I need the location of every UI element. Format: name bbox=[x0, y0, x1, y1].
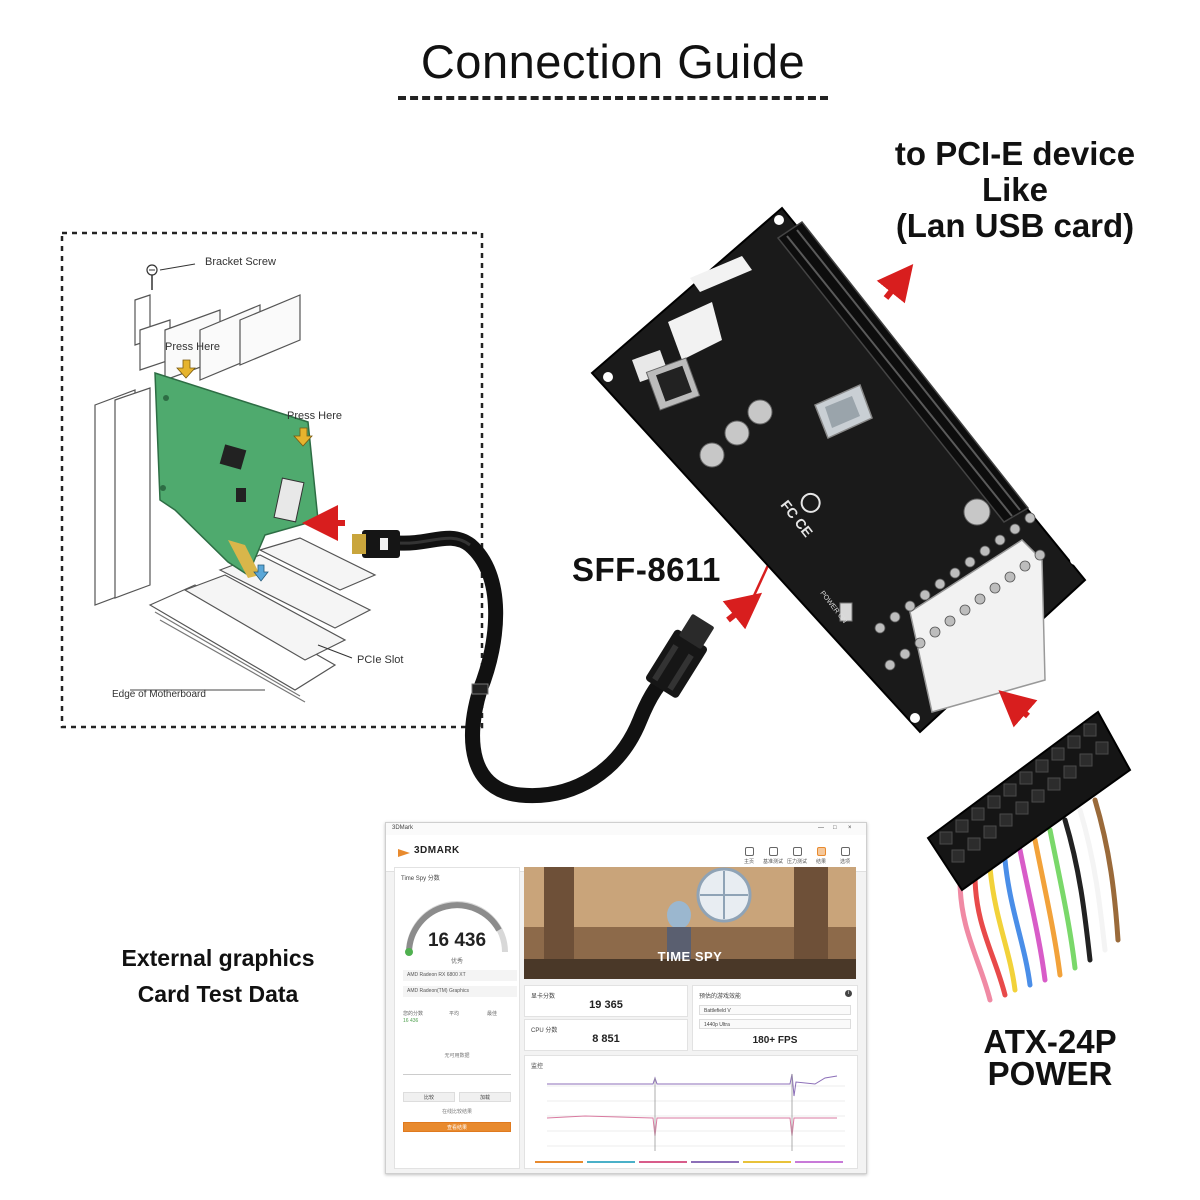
pcie-device-arrow bbox=[876, 263, 914, 304]
stat-value: 16 436 bbox=[403, 1018, 419, 1024]
game-estimate-card: 预估的游戏效能 i Battlefield V 1440p Ultra 180+… bbox=[692, 985, 858, 1051]
3dmark-logo-icon bbox=[398, 849, 410, 857]
minimize-icon[interactable]: — bbox=[818, 825, 824, 831]
maximize-icon[interactable]: □ bbox=[833, 825, 837, 831]
cpu-score-card: CPU 分数 8 851 bbox=[524, 1019, 688, 1051]
down-arrow-icon bbox=[253, 564, 269, 582]
load-button[interactable]: 加载 bbox=[459, 1092, 511, 1102]
press-here-label: Press Here bbox=[165, 341, 220, 353]
graphics-score-label: 显卡分数 bbox=[531, 994, 556, 1000]
install-diagram bbox=[60, 231, 484, 729]
press-arrow-icon bbox=[176, 359, 196, 379]
atx-power-label: ATX-24P POWER bbox=[960, 1023, 1140, 1092]
press-here-label: Press Here bbox=[287, 410, 342, 422]
expansion-card bbox=[154, 371, 319, 578]
stat-label: 平均 bbox=[449, 1011, 460, 1017]
monitoring-label: 监控 bbox=[531, 1064, 544, 1070]
stat-label: 您的分数 bbox=[403, 1011, 424, 1017]
nav-results[interactable]: 结果 bbox=[810, 847, 832, 865]
nav-benchmarks[interactable]: 基准测试 bbox=[762, 847, 784, 865]
external-graphics-label: External graphics Card Test Data bbox=[100, 940, 336, 1012]
graphics-score-value: 19 365 bbox=[589, 999, 623, 1011]
nav-home[interactable]: 主页 bbox=[738, 847, 760, 865]
score-panel: Time Spy 分数 16 436 优秀 AMD Radeon RX 6800… bbox=[394, 867, 520, 1169]
time-spy-banner: TIME SPY bbox=[524, 867, 856, 979]
page-title: Connection Guide bbox=[420, 35, 806, 88]
atx-power-cable bbox=[926, 690, 1132, 1003]
hero-title: TIME SPY bbox=[657, 949, 723, 964]
fps-estimate: 180+ FPS bbox=[752, 1035, 798, 1046]
results-icon bbox=[816, 847, 826, 856]
compare-button[interactable]: 比较 bbox=[403, 1092, 455, 1102]
edge-of-motherboard-label: Edge of Motherboard bbox=[112, 689, 206, 700]
title-underline bbox=[398, 96, 828, 100]
score-gauge bbox=[405, 901, 508, 956]
sff8611-label: SFF-8611 bbox=[572, 551, 721, 588]
pcie-x16-slot bbox=[776, 220, 1030, 523]
gpu2-name: AMD Radeon(TM) Graphics bbox=[403, 986, 517, 997]
bracket-screw-icon bbox=[146, 263, 196, 290]
graphics-score-card: 显卡分数 19 365 bbox=[524, 985, 688, 1017]
monitoring-card: 监控 bbox=[524, 1055, 858, 1169]
pcie-slots bbox=[148, 537, 377, 703]
atx-power-line: POWER bbox=[987, 1055, 1113, 1092]
no-data-text: 无可用数据 bbox=[444, 1053, 470, 1059]
close-icon[interactable]: × bbox=[848, 825, 852, 831]
estimate-label: 预估的游戏效能 bbox=[699, 994, 742, 1000]
cable-arrow bbox=[722, 592, 763, 630]
stat-label: 最佳 bbox=[487, 1011, 498, 1017]
pcie-slot-label: PCIe Slot bbox=[357, 654, 403, 666]
preset-select[interactable]: 1440p Ultra bbox=[699, 1019, 851, 1029]
atx-24pin-socket bbox=[909, 539, 1046, 713]
external-graphics-line: External graphics bbox=[121, 945, 315, 971]
cpu-score-value: 8 851 bbox=[592, 1033, 620, 1045]
pcie-device-line: Like bbox=[981, 171, 1049, 208]
atx-24pin-plug bbox=[926, 710, 1132, 892]
atx-power-line: ATX-24P bbox=[983, 1023, 1117, 1060]
press-arrow-icon bbox=[293, 427, 313, 447]
pcie-device-line: to PCI-E device bbox=[894, 135, 1136, 172]
power-switch bbox=[839, 602, 853, 622]
time-spy-artwork bbox=[524, 867, 856, 979]
external-graphics-line: Card Test Data bbox=[137, 981, 299, 1007]
benchmark-icon bbox=[768, 847, 778, 856]
info-icon[interactable]: i bbox=[845, 990, 852, 997]
benchmark-screenshot: 3DMark — □ × 3DMARK 主页 基准测试 压力测试 结果 选项 T… bbox=[385, 822, 867, 1174]
pcie-device-line: (Lan USB card) bbox=[895, 207, 1135, 244]
adapter-board bbox=[590, 206, 1087, 734]
test-name: Time Spy 分数 bbox=[401, 876, 440, 882]
gear-icon bbox=[840, 847, 850, 856]
home-icon bbox=[744, 847, 754, 856]
brand-logo-icon bbox=[800, 492, 821, 513]
online-compare-link[interactable]: 在线比较结果 bbox=[441, 1109, 472, 1115]
nav-stress[interactable]: 压力测试 bbox=[786, 847, 808, 865]
cpu-score-label: CPU 分数 bbox=[531, 1028, 558, 1034]
nav-options[interactable]: 选项 bbox=[834, 847, 856, 865]
gpu-name: AMD Radeon RX 6800 XT bbox=[403, 970, 517, 981]
stress-icon bbox=[792, 847, 802, 856]
view-result-button[interactable]: 查看结果 bbox=[403, 1122, 511, 1132]
monitoring-graph bbox=[535, 1073, 845, 1163]
window-title: 3DMark bbox=[392, 825, 414, 831]
bracket-screw-label: Bracket Screw bbox=[205, 256, 276, 268]
game-select[interactable]: Battlefield V bbox=[699, 1005, 851, 1015]
cable-tie bbox=[471, 683, 489, 695]
score-rank: 优秀 bbox=[450, 959, 463, 965]
histogram-axis bbox=[403, 1074, 511, 1075]
atx-arrow bbox=[998, 690, 1038, 728]
pcie-device-label: to PCI-E device Like (Lan USB card) bbox=[860, 136, 1170, 244]
total-score: 16 436 bbox=[427, 930, 487, 951]
app-logo: 3DMARK bbox=[414, 845, 460, 856]
